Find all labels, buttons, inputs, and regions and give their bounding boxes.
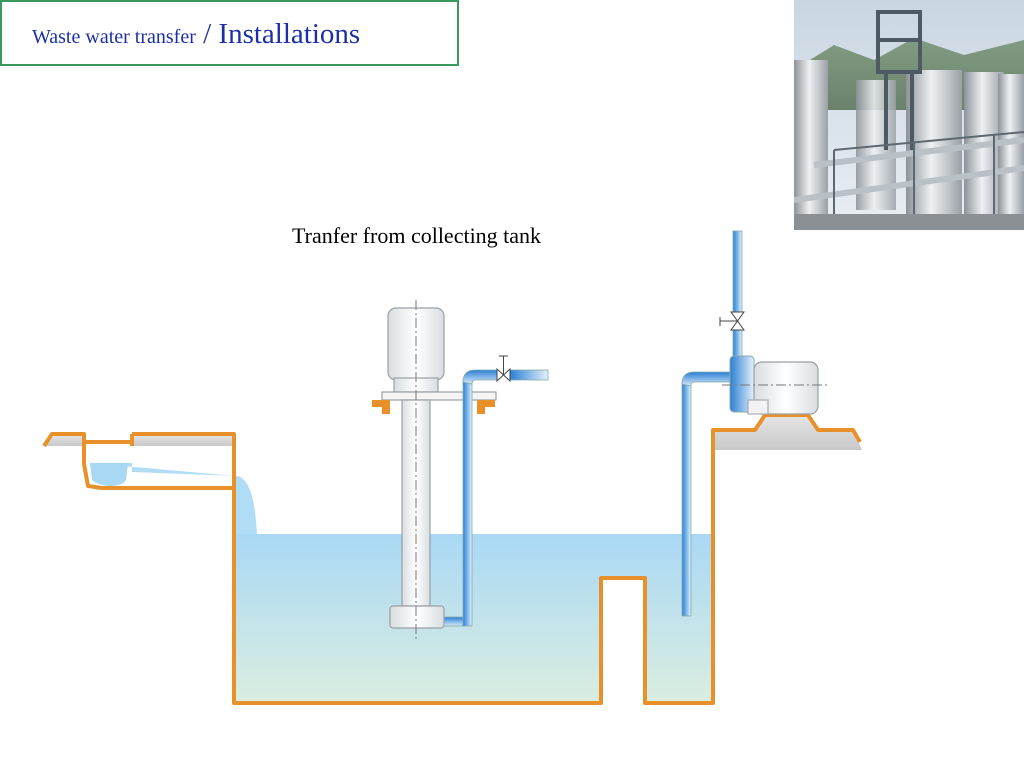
title-part-1: Waste water transfer (32, 26, 196, 48)
title-part-2: Installations (218, 18, 361, 50)
title-separator: / (195, 18, 219, 50)
tank-outline (42, 413, 862, 705)
valve-left (496, 355, 511, 383)
slide-title: Waste water transfer / Installations (32, 18, 360, 51)
industrial-silos-photo (794, 0, 1024, 230)
horizontal-pump (722, 355, 828, 415)
discharge-pipe-left (443, 369, 549, 627)
discharge-pipe-right (732, 230, 743, 357)
suction-pipe-right (681, 371, 731, 617)
title-box: Waste water transfer / Installations (0, 0, 459, 66)
valve-right (719, 311, 745, 331)
diagram-caption: Tranfer from collecting tank (292, 223, 542, 248)
vertical-pump (372, 300, 497, 640)
water (88, 463, 713, 703)
ground-surface (44, 415, 862, 450)
